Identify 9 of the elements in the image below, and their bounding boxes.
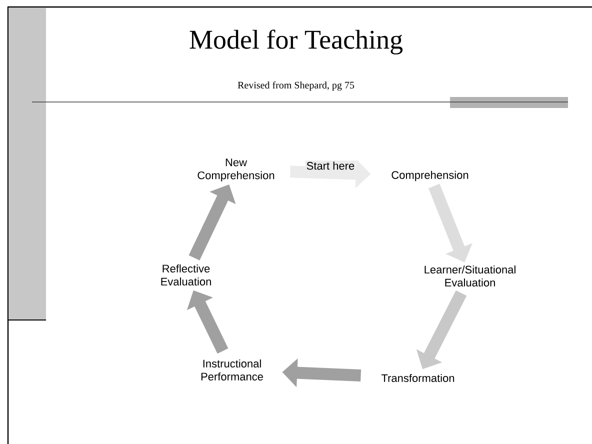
stage-label: New Comprehension [198, 158, 274, 182]
stage-label: Comprehension [392, 170, 468, 182]
stage-label: Instructional Performance [201, 359, 263, 381]
edge-label: Start here [305, 160, 356, 171]
stage-label: Transformation [381, 374, 454, 382]
stage-label: Reflective Evaluation [161, 264, 211, 286]
title: Model for Teaching [190, 30, 403, 54]
stage-label: Learner/Situational Evaluation [424, 265, 516, 287]
subtitle: Revised from Shepard, pg 75 [238, 81, 354, 91]
